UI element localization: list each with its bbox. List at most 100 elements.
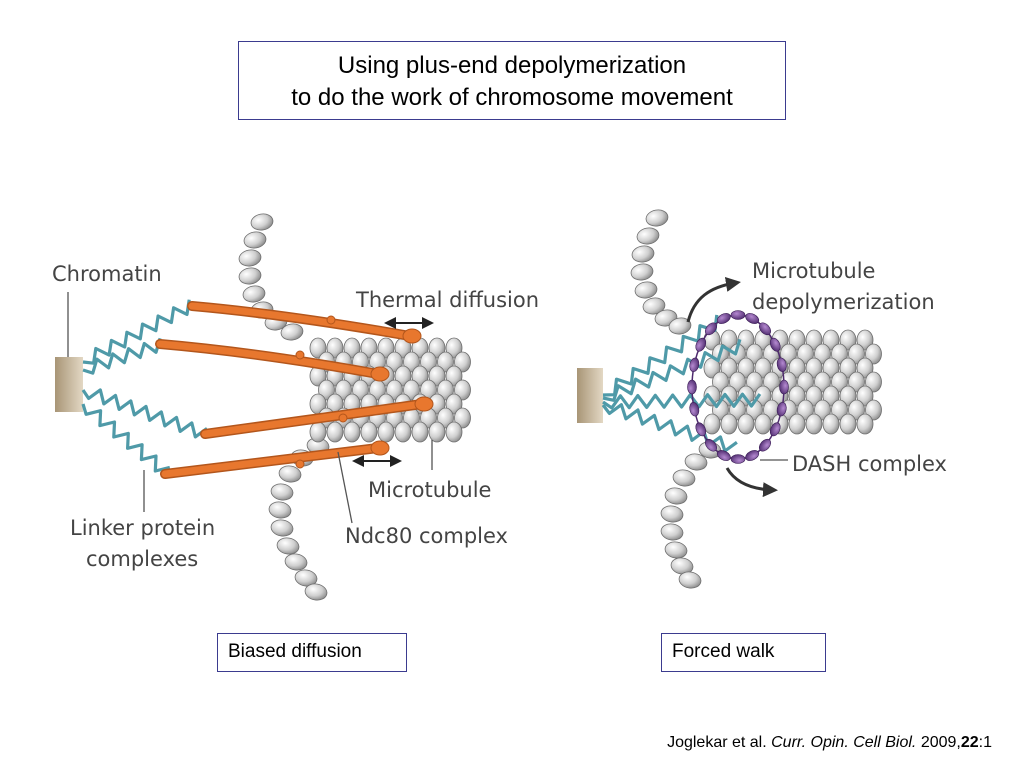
ndc80-rod: [187, 301, 422, 344]
tubulin-subunit: [428, 365, 446, 387]
tubulin-subunit: [865, 371, 882, 393]
tubulin-subunit: [703, 413, 721, 435]
tubulin-subunit: [242, 285, 266, 303]
citation-authors: Joglekar et al.: [667, 734, 767, 751]
tubulin-subunit: [664, 541, 688, 559]
tubulin-subunit: [865, 343, 882, 365]
tubulin-subunit: [856, 329, 874, 351]
tubulin-subunit: [848, 371, 865, 393]
tubulin-subunit: [720, 357, 738, 379]
tubulin-subunit: [670, 557, 694, 575]
tubulin-subunit: [437, 407, 454, 429]
dash-subunit: [689, 401, 700, 417]
tubulin-subunit: [856, 357, 874, 379]
label-dash-complex: DASH complex: [792, 452, 947, 476]
dash-subunit: [730, 310, 746, 320]
right-panel: Microtubule depolymerization DASH comple…: [577, 209, 947, 589]
tubulin-subunit: [437, 379, 454, 401]
caption-biased-diffusion: Biased diffusion: [217, 633, 407, 672]
tubulin-subunit: [788, 329, 806, 351]
tubulin-subunit: [454, 407, 471, 429]
tubulin-subunit: [805, 385, 823, 407]
tubulin-subunit: [822, 413, 840, 435]
citation-volume: 22: [960, 734, 979, 751]
tubulin-subunit: [352, 379, 369, 401]
tubulin-subunit: [822, 357, 840, 379]
linker-proteins: [81, 299, 208, 473]
tubulin-subunit: [445, 421, 463, 443]
tubulin-subunit: [660, 505, 684, 523]
tubulin-subunit: [326, 421, 344, 443]
tubulin-subunit: [814, 371, 831, 393]
microtubule-lattice: [309, 337, 471, 443]
tubulin-subunit: [270, 519, 294, 537]
tubulin-subunit: [437, 351, 454, 373]
dash-subunit: [704, 322, 718, 336]
leader-lines: [67, 292, 433, 524]
tubulin-subunit: [284, 553, 308, 571]
tubulin-subunit: [737, 329, 755, 351]
dash-subunit: [716, 450, 731, 461]
linker-zigzag: [81, 403, 171, 473]
tubulin-subunit: [634, 281, 658, 299]
left-panel: Chromatin Thermal diffusion Microtubule …: [52, 213, 539, 601]
tubulin-subunit: [335, 379, 352, 401]
tubulin-subunit: [839, 357, 857, 379]
tubulin-subunit: [720, 413, 738, 435]
tubulin-subunit: [631, 245, 655, 263]
tubulin-subunit: [238, 249, 262, 267]
dash-subunit: [745, 313, 760, 324]
tubulin-subunit: [309, 421, 327, 443]
tubulin-subunit: [660, 523, 684, 541]
tubulin-subunit: [250, 213, 274, 231]
microtubule-lattice: [703, 329, 882, 435]
tubulin-subunit: [684, 453, 708, 471]
tubulin-subunit: [822, 329, 840, 351]
depolymerization-arrow-top: [686, 277, 741, 323]
tubulin-subunit: [270, 483, 294, 501]
ndc80-rod: [200, 396, 434, 439]
title-line-2: to do the work of chromosome movement: [291, 84, 733, 111]
tubulin-subunit: [304, 583, 328, 601]
tubulin-subunit: [797, 343, 814, 365]
tubulin-subunit: [814, 399, 831, 421]
caption-forced-walk: Forced walk: [661, 633, 826, 672]
tubulin-subunit: [403, 351, 420, 373]
label-linker-line-2: complexes: [86, 547, 198, 571]
dash-subunit: [776, 357, 787, 373]
dash-subunit: [758, 322, 772, 336]
dash-subunit: [695, 337, 707, 352]
tubulin-subunit: [848, 343, 865, 365]
tubulin-subunit: [831, 399, 848, 421]
tubulin-subunit: [856, 385, 874, 407]
tubulin-subunit: [636, 227, 660, 245]
tubulin-subunit: [326, 337, 344, 359]
label-microtubule: Microtubule: [368, 478, 491, 502]
tubulin-subunit: [805, 329, 823, 351]
label-thermal-diffusion: Thermal diffusion: [355, 288, 539, 312]
tubulin-subunit: [712, 371, 729, 393]
tubulin-subunit: [788, 413, 806, 435]
tubulin-subunit: [276, 537, 300, 555]
tubulin-subunit: [848, 399, 865, 421]
dash-subunit: [779, 379, 789, 395]
label-ndc80-complex: Ndc80 complex: [345, 524, 508, 548]
tubulin-subunit: [805, 413, 823, 435]
tubulin-subunit: [746, 371, 763, 393]
tubulin-subunit: [788, 357, 806, 379]
protofilament-curls: [238, 213, 330, 601]
tubulin-subunit: [668, 317, 692, 335]
tubulin-subunit: [238, 267, 262, 285]
tubulin-subunit: [428, 421, 446, 443]
tubulin-subunit: [445, 393, 463, 415]
ndc80-rods: [155, 301, 434, 479]
linker-zigzag: [82, 299, 191, 365]
tubulin-subunit: [839, 413, 857, 435]
linker-zigzag: [82, 337, 162, 375]
tubulin-subunit: [737, 413, 755, 435]
title-box: Using plus-end depolymerization to do th…: [238, 41, 786, 120]
dash-subunit: [745, 450, 760, 461]
tubulin-subunit: [386, 379, 403, 401]
tubulin-subunit: [754, 385, 772, 407]
